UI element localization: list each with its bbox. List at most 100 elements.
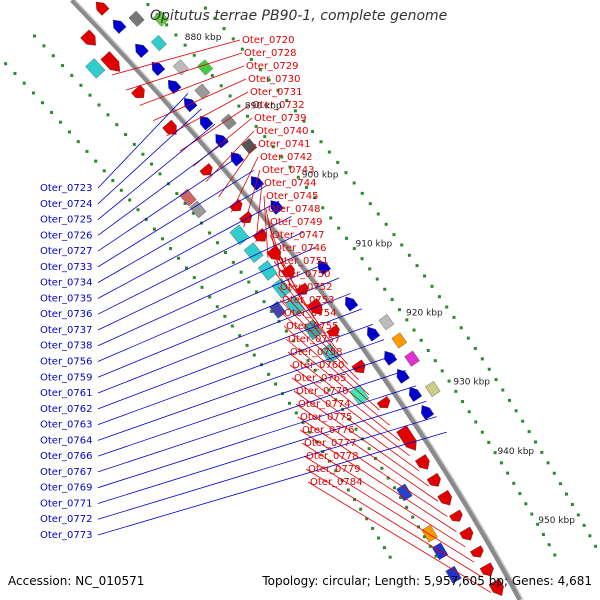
gene-arrow [194,83,211,100]
gene-arrow [479,562,494,577]
label-leader [97,139,229,236]
tick-dot [247,280,251,284]
gene-arrow [131,84,145,98]
gene-arrow [243,242,264,263]
gene-label: Oter_0755 [286,321,339,332]
gene-arrow [384,350,398,366]
gene-arrow [488,578,504,596]
tick-dot [426,348,430,352]
length-value: 5,957,605 bp [423,574,504,588]
gene-label: Oter_0730 [248,74,301,85]
tick-dot [337,226,341,230]
scale-label: 890 kbp [245,102,282,112]
gene-label: Oter_0757 [288,334,341,345]
tick-dot [102,169,106,173]
gene-label: Oter_0752 [280,282,333,293]
gene-label: Oter_0776 [302,425,355,436]
tick-dot [313,368,317,372]
gene-label: Oter_0750 [278,269,331,280]
label-leader [277,286,349,365]
tick-dot [306,359,310,363]
gene-label: Oter_0743 [262,165,315,176]
label-leader [97,431,447,536]
label-leaders [97,39,492,593]
gene-label: Oter_0751 [276,256,329,267]
gene-arrow [128,10,145,27]
gene-arrow [189,200,207,219]
tick-dot [422,535,426,539]
tick-dot [365,517,369,521]
gene-arrow [425,381,441,398]
label-leader [279,299,359,380]
tick-dot [230,324,234,328]
tick-dot [97,103,101,107]
label-leader [293,390,430,487]
tick-dot [13,71,17,75]
tick-dot [360,191,364,195]
tick-dot [552,471,556,475]
tick-dot [88,93,92,97]
tick-dot [558,482,562,486]
gene-arrow [100,51,121,72]
tick-dot [570,503,574,507]
tick-dot [22,81,26,85]
tick-dot [466,336,470,340]
tick-dot [115,123,119,127]
gene-arrow [220,113,237,130]
gene-label: Oter_0754 [284,308,337,319]
label-leader [263,195,269,258]
tick-dot [308,430,312,434]
gene-arrow [421,405,435,420]
label-leader [281,312,370,396]
tick-dot [336,160,340,164]
tick-dot [200,285,204,289]
label-leader [303,455,475,563]
tick-dot [536,522,540,526]
gene-arrow [414,454,430,470]
gene-arrow [409,387,422,402]
tick-dot [434,554,438,558]
gene-arrow [349,384,370,406]
gene-label: Oter_0733 [40,262,93,273]
tick-dot [67,130,71,134]
label-leader [97,308,363,410]
gene-label: Oter_0760 [292,360,345,371]
tick-dot [360,257,364,261]
tick-dot [254,124,258,128]
gene-label: Oter_0763 [40,420,93,431]
gene-label: Oter_0734 [40,278,93,289]
tick-dot [329,216,333,220]
gene-label: Oter_0765 [294,373,347,384]
tick-dot [228,94,232,98]
gene-arrow [168,79,182,95]
tick-dot [271,145,275,149]
gene-arrow [257,260,278,281]
tick-dot [494,378,498,382]
scale-label: 910 kbp [356,239,393,249]
tick-dot [41,101,45,105]
tick-dot [399,496,403,500]
tick-dot [368,202,372,206]
tick-dot [334,469,338,473]
tick-dot [546,461,550,465]
gene-label: Oter_0772 [40,514,93,525]
scale-label: 920 kbp [406,308,443,318]
tick-dot [94,159,98,163]
tick-dot [564,492,568,496]
tick-dot [445,305,449,309]
gene-label: Oter_0740 [256,126,309,137]
tick-dot [359,507,363,511]
tick-dot [327,459,331,463]
tick-dot [433,359,437,363]
accession-value: NC_010571 [75,574,145,588]
gene-label: Oter_0749 [270,217,323,228]
gene-label: Oter_0770 [296,386,349,397]
topology-value: circular [322,574,367,588]
gene-arrow [271,278,292,299]
tick-dot [61,64,65,68]
tick-dot [319,140,323,144]
tick-dot [79,83,83,87]
tick-dot [473,346,477,350]
tick-dot [32,34,36,38]
